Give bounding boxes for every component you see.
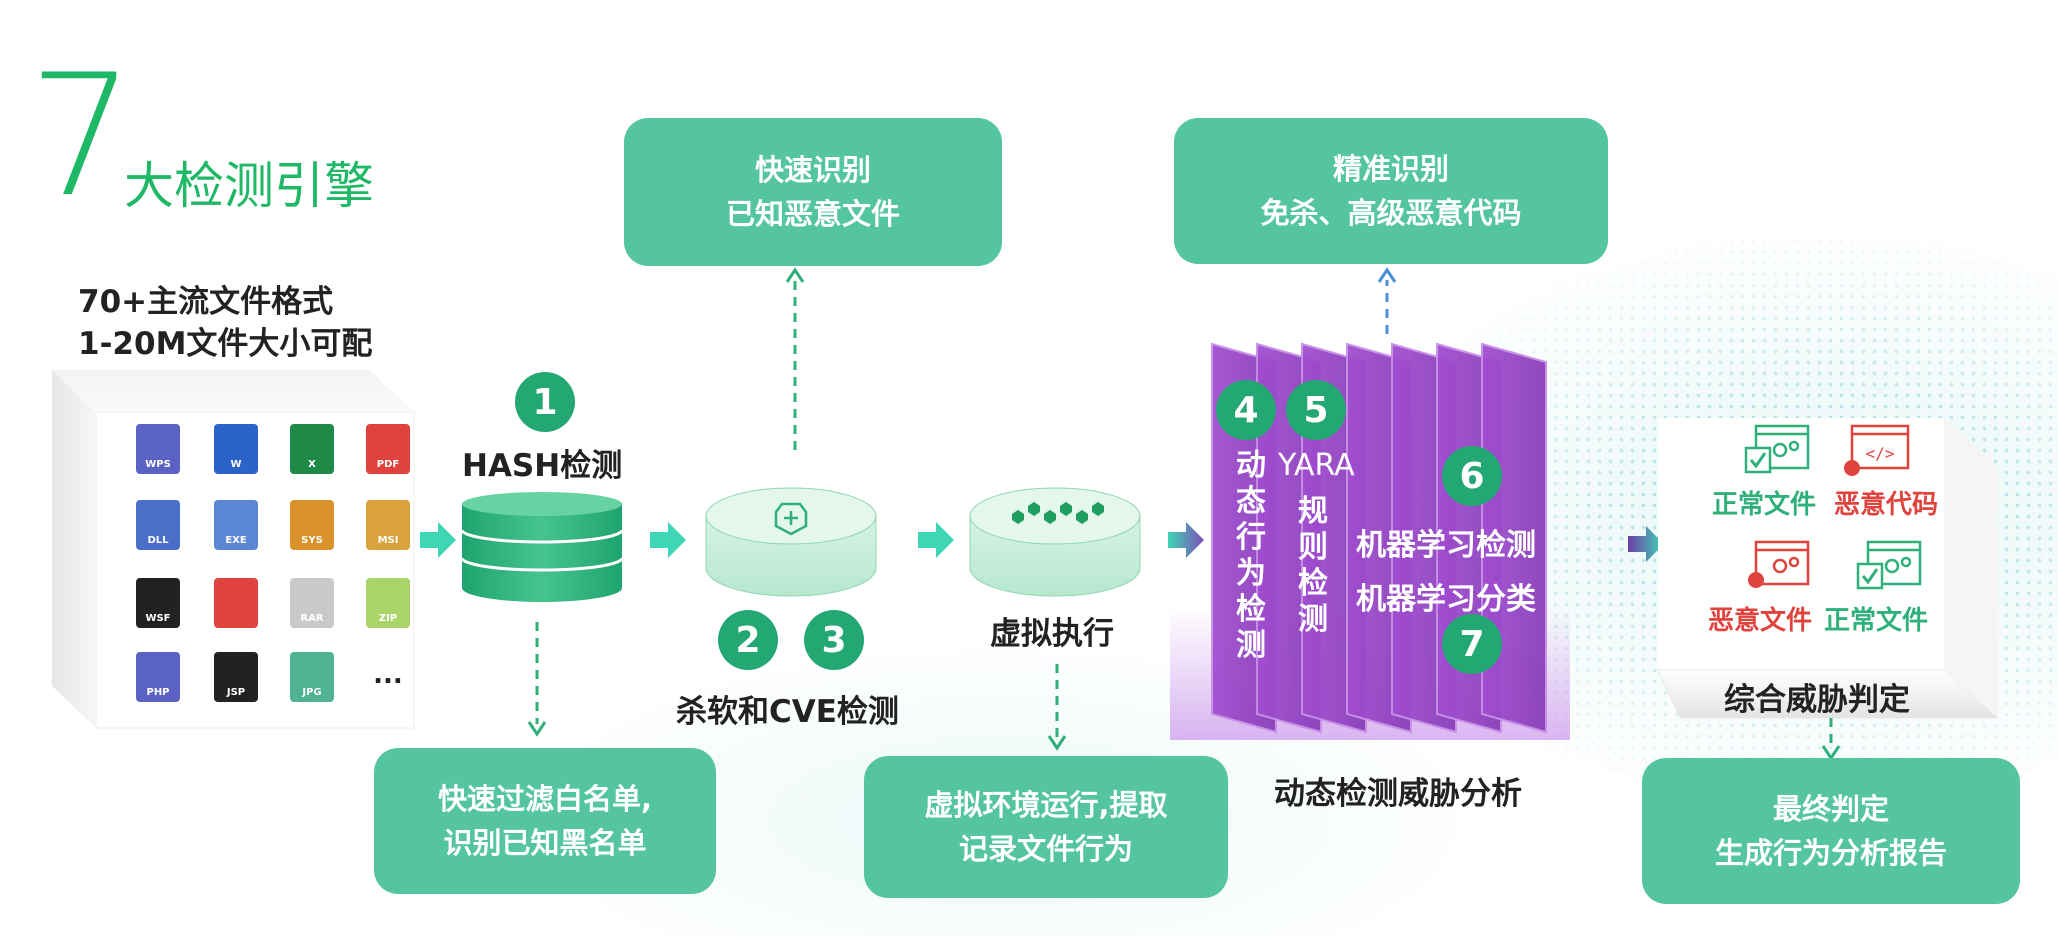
arrow-to-fast-identify-icon — [785, 267, 805, 450]
fast-identify-line-1: 快速识别 — [754, 153, 871, 187]
excel-icon: X — [290, 424, 334, 474]
final-line-2: 生成行为分析报告 — [1714, 836, 1947, 870]
normal-file-icon-1 — [1744, 424, 1810, 474]
normal-file-icon-2 — [1856, 540, 1922, 590]
word-icon: W — [214, 424, 258, 474]
rar-icon: RAR — [290, 578, 334, 628]
hash-detect-label: HASH检测 — [462, 448, 623, 484]
ml-classify-label: 机器学习分类 — [1356, 582, 1536, 617]
title-number: 7 — [28, 38, 135, 234]
malicious-file-icon — [1748, 540, 1810, 588]
wsf-icon: WSF — [136, 578, 180, 628]
wps-icon: WPS — [136, 424, 180, 474]
pdf-icon: PDF — [366, 424, 410, 474]
step-3-badge: 3 — [804, 610, 864, 670]
formats-line-2: 1-20M文件大小可配 — [78, 326, 373, 362]
php-icon: PHP — [136, 652, 180, 702]
malicious-file-label: 恶意文件 — [1708, 606, 1813, 636]
flow-arrow-4-icon — [1168, 522, 1204, 558]
sys-icon: SYS — [290, 500, 334, 550]
malicious-code-label: 恶意代码 — [1834, 490, 1939, 520]
precise-identify-line-2: 免杀、高级恶意代码 — [1260, 196, 1522, 230]
svg-text:</>: </> — [1866, 444, 1895, 463]
exe-icon: EXE — [214, 500, 258, 550]
comprehensive-verdict-label: 综合威胁判定 — [1724, 682, 1910, 718]
yara-label: YARA — [1278, 448, 1355, 483]
hash-database-icon — [460, 492, 624, 602]
adobe-icon — [214, 578, 258, 628]
jpg-icon: JPG — [290, 652, 334, 702]
step-4-badge: 4 — [1216, 380, 1276, 440]
final-line-1: 最终判定 — [1772, 792, 1889, 826]
normal-file-label-1: 正常文件 — [1712, 490, 1817, 520]
formats-line-1: 70+主流文件格式 — [78, 284, 334, 320]
more-icon: ... — [373, 660, 403, 690]
dll-icon: DLL — [136, 500, 180, 550]
whitelist-callout: 快速过滤白名单, 识别已知黑名单 — [374, 748, 716, 894]
virtual-exec-label: 虚拟执行 — [990, 616, 1114, 652]
arrow-to-sandbox-icon — [1047, 664, 1067, 751]
flow-arrow-2-icon — [650, 522, 686, 558]
rule-detect-label: 规则检测 — [1298, 494, 1328, 637]
step-6-badge: 6 — [1442, 446, 1502, 506]
whitelist-line-1: 快速过滤白名单, — [437, 782, 653, 816]
flow-arrow-5-icon — [1628, 526, 1664, 562]
dynamic-behavior-label: 动态行为检测 — [1236, 448, 1266, 663]
fast-identify-line-2: 已知恶意文件 — [725, 197, 900, 231]
whitelist-line-2: 识别已知黑名单 — [443, 826, 647, 860]
arrow-to-precise-identify-icon — [1377, 267, 1397, 334]
step-1-badge: 1 — [515, 372, 575, 432]
precise-identify-line-1: 精准识别 — [1332, 152, 1449, 186]
sandbox-line-2: 记录文件行为 — [958, 832, 1133, 866]
antivirus-cve-label: 杀软和CVE检测 — [676, 694, 899, 730]
sandbox-line-1: 虚拟环境运行,提取 — [924, 788, 1168, 822]
step-7-badge: 7 — [1442, 614, 1502, 674]
step-5-badge: 5 — [1286, 380, 1346, 440]
virtual-exec-cylinder-icon — [969, 487, 1141, 597]
flow-arrow-1-icon — [420, 522, 456, 558]
fast-identify-callout: 快速识别 已知恶意文件 — [624, 118, 1002, 266]
msi-icon: MSI — [366, 500, 410, 550]
antivirus-cylinder-icon — [705, 487, 877, 597]
flow-arrow-3-icon — [918, 522, 954, 558]
sandbox-callout: 虚拟环境运行,提取 记录文件行为 — [864, 756, 1228, 898]
arrow-to-final-icon — [1821, 718, 1841, 761]
zip-icon: ZIP — [366, 578, 410, 628]
page-title: 大检测引擎 — [124, 157, 374, 215]
arrow-to-whitelist-icon — [527, 622, 547, 737]
final-verdict-callout: 最终判定 生成行为分析报告 — [1642, 758, 2020, 904]
step-2-badge: 2 — [718, 610, 778, 670]
ml-detect-label: 机器学习检测 — [1356, 528, 1536, 563]
normal-file-label-2: 正常文件 — [1824, 606, 1929, 636]
jsp-icon: JSP — [214, 652, 258, 702]
dynamic-analysis-label: 动态检测威胁分析 — [1274, 776, 1522, 812]
precise-identify-callout: 精准识别 免杀、高级恶意代码 — [1174, 118, 1608, 264]
malicious-code-icon: </> — [1844, 424, 1910, 476]
